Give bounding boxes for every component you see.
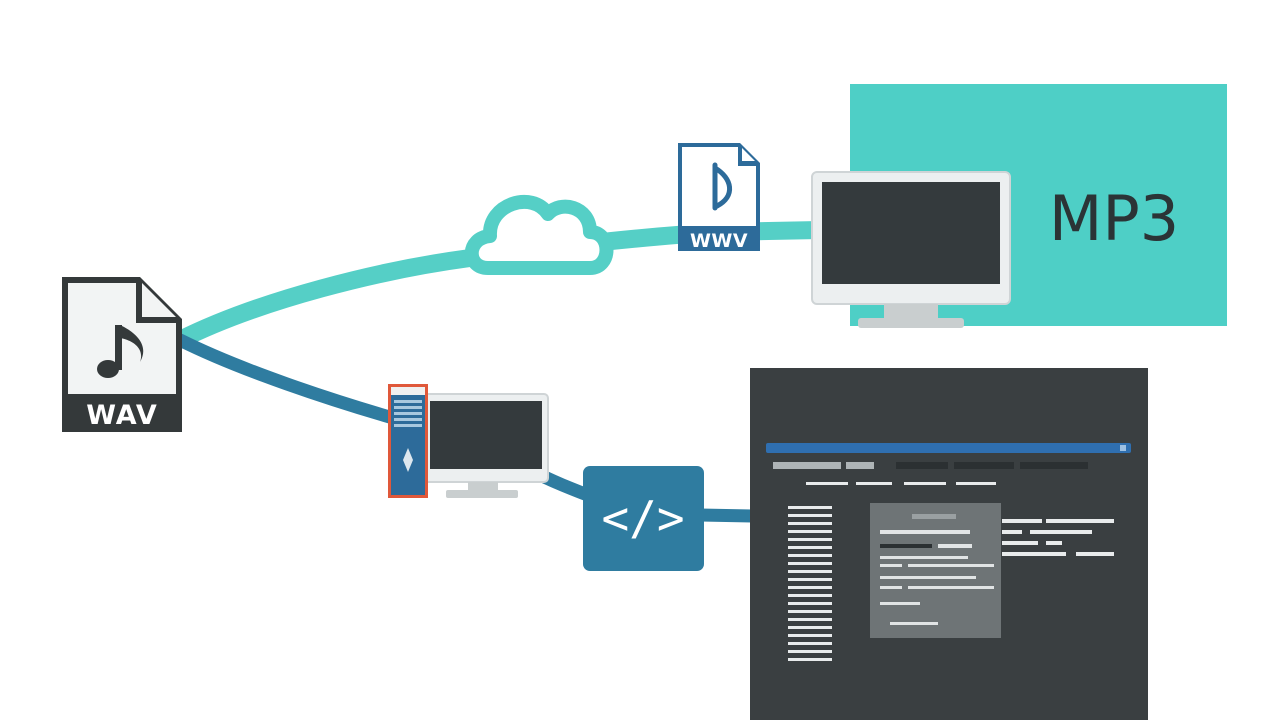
- app-toolbar: [806, 482, 996, 485]
- tower-case-icon: [388, 384, 428, 498]
- wav-label: WAV: [86, 400, 158, 431]
- app-settings-dialog: [870, 503, 1001, 638]
- output-monitor-icon: [811, 171, 1011, 328]
- mp3-label: MP3: [1049, 182, 1179, 255]
- code-node: </>: [583, 466, 704, 571]
- desktop-route-line: [173, 333, 407, 427]
- app-file-list: [788, 506, 832, 661]
- audio-wave-icon: [712, 162, 732, 211]
- music-note-icon: [97, 325, 144, 378]
- converter-app-window: [750, 368, 1148, 720]
- cloud-icon: [464, 194, 614, 275]
- web-audio-file-icon: WWV: [678, 143, 760, 252]
- app-details-list: [1002, 519, 1114, 556]
- app-menu-bar: [773, 462, 1088, 469]
- code-brackets-icon: </>: [601, 491, 684, 545]
- desktop-computer-icon: [388, 384, 549, 498]
- app-title-bar: [766, 443, 1131, 453]
- wav-file-icon: WAV: [62, 277, 182, 432]
- www-label: WWV: [690, 230, 748, 252]
